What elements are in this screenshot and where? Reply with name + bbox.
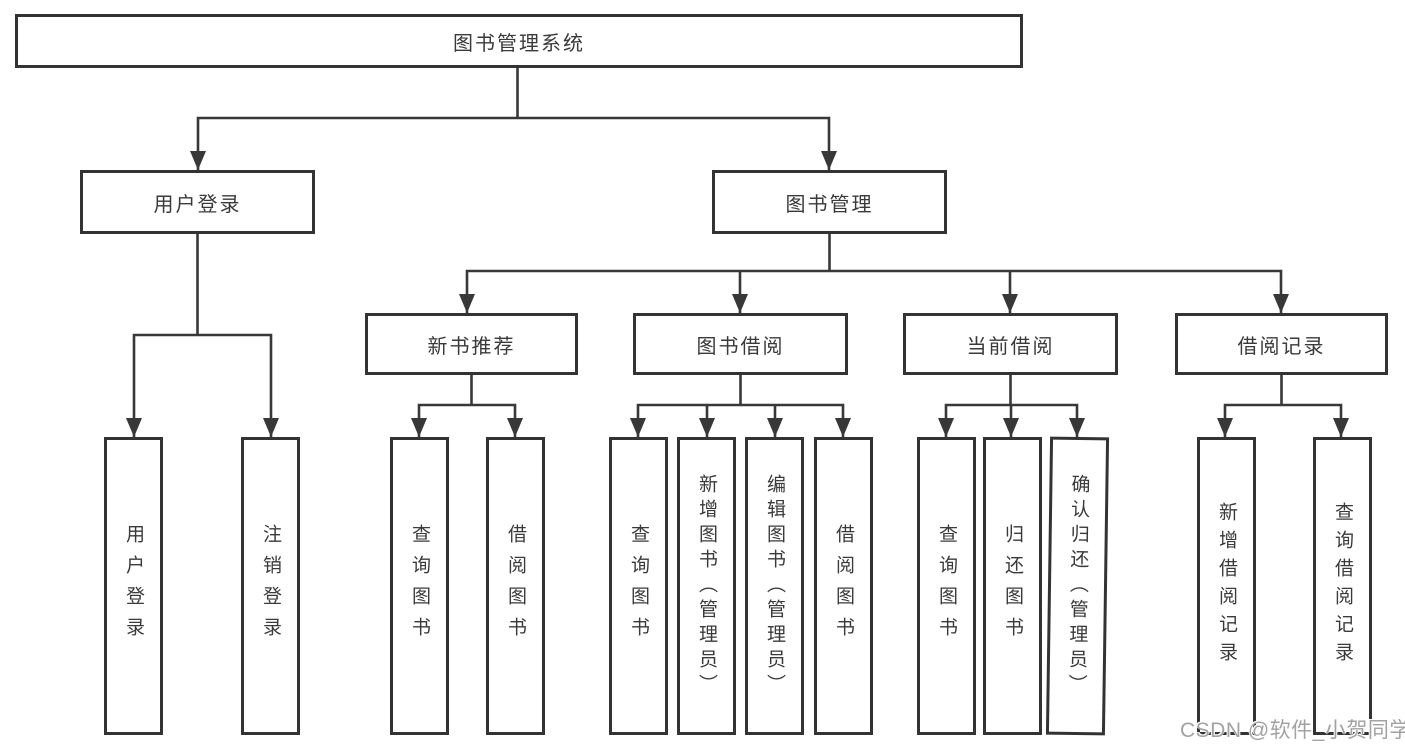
arrow-icon	[411, 418, 427, 437]
leaf-query-borrow-record: 查询借阅记录	[1313, 437, 1372, 735]
leaf-borrow-books: 借阅图书	[486, 437, 545, 735]
leaf-return-books: 归还图书	[983, 437, 1042, 735]
node-label: 新书推荐	[427, 335, 516, 358]
arrow-icon	[732, 294, 748, 313]
arrow-icon	[821, 151, 837, 170]
connector-user-login-branch	[132, 333, 273, 437]
leaf-logout: 注销登录	[241, 437, 300, 735]
connector-sec2-branch	[944, 403, 1079, 437]
leaf-add-borrow-record: 新增借阅记录	[1197, 437, 1256, 735]
arrow-icon	[938, 418, 954, 437]
leaf-label: 归还图书	[1002, 524, 1023, 648]
node-borrow-record: 借阅记录	[1175, 313, 1388, 375]
leaf-label: 编辑图书（管理员）	[764, 473, 785, 699]
arrow-icon	[835, 418, 851, 437]
leaf-label: 新增借阅记录	[1216, 502, 1237, 670]
connector-sec3-branch	[1223, 403, 1343, 437]
arrow-icon	[699, 418, 715, 437]
arrow-icon	[263, 418, 279, 437]
node-library-management-system: 图书管理系统	[15, 14, 1023, 68]
leaf-query-books: 查询图书	[609, 437, 668, 735]
arrow-icon	[1002, 294, 1018, 313]
arrow-icon	[767, 418, 783, 437]
leaf-label: 借阅图书	[505, 524, 526, 648]
node-book-management: 图书管理	[712, 170, 947, 234]
leaf-label: 新增图书（管理员）	[696, 473, 717, 699]
arrow-icon	[1273, 294, 1289, 313]
arrow-icon	[507, 418, 523, 437]
arrow-icon	[126, 418, 142, 437]
arrow-icon	[630, 418, 646, 437]
arrow-icon	[1003, 418, 1019, 437]
leaf-label: 查询图书	[936, 524, 957, 648]
leaf-user-login: 用户登录	[104, 437, 163, 735]
connector-sec0-branch	[417, 403, 517, 437]
node-current-borrow: 当前借阅	[903, 313, 1118, 375]
csdn-watermark: CSDN @软件_小贺同学	[1180, 719, 1405, 742]
leaf-query-books: 查询图书	[390, 437, 449, 735]
leaf-add-books-admin: 新增图书（管理员）	[677, 437, 736, 735]
node-label: 借阅记录	[1237, 335, 1326, 358]
leaf-edit-books-admin: 编辑图书（管理员）	[745, 437, 804, 735]
arrow-icon	[1333, 418, 1349, 437]
leaf-label: 查询借阅记录	[1332, 502, 1353, 670]
leaf-label: 用户登录	[123, 524, 144, 648]
node-label: 用户登录	[153, 193, 242, 216]
arrow-icon	[1217, 418, 1233, 437]
connector-level1-branch	[196, 116, 831, 170]
connector-level2-branch	[465, 269, 1283, 313]
connector-sec1-branch	[636, 403, 845, 437]
leaf-borrow-books: 借阅图书	[814, 437, 873, 735]
leaf-query-books: 查询图书	[917, 437, 976, 735]
arrow-icon	[1069, 418, 1085, 437]
node-label: 图书管理	[785, 193, 874, 216]
leaf-label: 注销登录	[260, 524, 281, 648]
leaf-label: 查询图书	[628, 524, 649, 648]
node-label: 图书管理系统	[453, 32, 585, 55]
node-user-login: 用户登录	[80, 170, 315, 234]
leaf-confirm-return-admin: 确认归还（管理员）	[1045, 436, 1110, 736]
leaf-label: 查询图书	[409, 524, 430, 648]
node-label: 图书借阅	[696, 335, 785, 358]
arrow-icon	[459, 294, 475, 313]
node-new-book-recommend: 新书推荐	[365, 313, 578, 375]
arrow-icon	[190, 151, 206, 170]
leaf-label: 确认归还（管理员）	[1065, 473, 1090, 699]
node-book-borrow: 图书借阅	[633, 313, 848, 375]
leaf-label: 借阅图书	[833, 524, 854, 648]
node-label: 当前借阅	[966, 335, 1055, 358]
